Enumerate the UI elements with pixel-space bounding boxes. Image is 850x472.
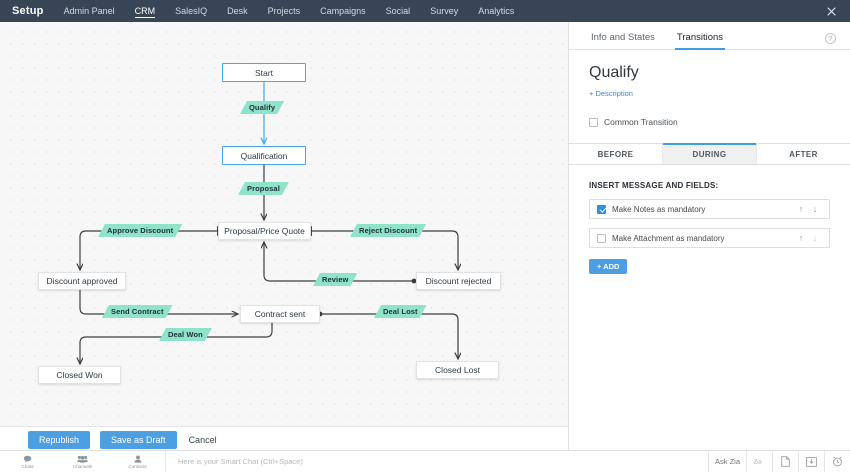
workflow-edges <box>0 82 568 426</box>
transition-deal_lost[interactable]: Deal Lost <box>374 305 427 318</box>
add-description-link[interactable]: + Description <box>589 89 633 98</box>
save-as-draft-button[interactable]: Save as Draft <box>100 430 177 449</box>
field-checkbox[interactable] <box>597 204 606 214</box>
node-closed_lost[interactable]: Closed Lost <box>416 361 499 379</box>
field-rows: Make Notes as mandatory↑↓Make Attachment… <box>569 199 850 248</box>
tab-during[interactable]: DURING <box>663 143 757 164</box>
tab-before[interactable]: BEFORE <box>569 144 663 164</box>
common-transition-row[interactable]: Common Transition <box>589 117 830 127</box>
cancel-button[interactable]: Cancel <box>187 431 228 449</box>
bottom-chat-bar: Chats Channels Contacts Here is your Sma… <box>0 450 850 472</box>
inbox-icon[interactable] <box>798 450 824 472</box>
transition-approve_discount[interactable]: Approve Discount <box>98 224 182 237</box>
add-button[interactable]: + ADD <box>589 259 628 274</box>
republish-button[interactable]: Republish <box>28 430 91 449</box>
node-contract_sent[interactable]: Contract sent <box>240 305 320 323</box>
contacts-icon-label: Contacts <box>128 463 147 469</box>
tab-info-and-states[interactable]: Info and States <box>591 32 655 43</box>
field-row[interactable]: Make Notes as mandatory ↑ ↓ <box>589 199 830 219</box>
move-up-icon[interactable]: ↑ <box>798 233 804 243</box>
nav-item-social[interactable]: Social <box>385 6 411 16</box>
insert-message-fields-label: INSERT MESSAGE AND FIELDS: <box>589 181 719 190</box>
alarm-clock-icon[interactable] <box>824 450 850 472</box>
top-nav-items: Admin Panel CRM SalesIQ Desk Projects Campaig… <box>54 0 525 22</box>
node-closed_won[interactable]: Closed Won <box>38 366 121 384</box>
transition-deal_won[interactable]: Deal Won <box>159 328 212 341</box>
channels-icon[interactable]: Channels <box>55 455 110 469</box>
node-discount_rejected[interactable]: Discount rejected <box>416 272 501 290</box>
nav-item-admin-panel[interactable]: Admin Panel <box>63 6 115 16</box>
node-qualification[interactable]: Qualification <box>222 146 306 165</box>
field-label: Make Notes as mandatory <box>612 204 706 214</box>
nav-item-projects[interactable]: Projects <box>267 6 301 16</box>
setup-brand-label: Setup <box>12 5 44 17</box>
move-up-icon[interactable]: ↑ <box>798 204 804 214</box>
tab-after[interactable]: AFTER <box>757 144 850 164</box>
panel-body: Qualify + Description Common Transition <box>569 50 850 127</box>
transition-qualify[interactable]: Qualify <box>240 101 284 114</box>
nav-item-campaigns[interactable]: Campaigns <box>320 6 366 16</box>
nav-item-crm[interactable]: CRM <box>125 0 166 22</box>
zia-icon[interactable]: Zia <box>746 450 772 472</box>
nav-item-survey[interactable]: Survey <box>430 6 459 16</box>
transition-reject_discount[interactable]: Reject Discount <box>350 224 426 237</box>
chat-right-tools: Ask Zia Zia <box>707 450 850 472</box>
svg-text:Zia: Zia <box>754 460 763 466</box>
nav-item-desk[interactable]: Desk <box>227 6 248 16</box>
move-down-icon[interactable]: ↓ <box>812 233 818 243</box>
common-transition-label: Common Transition <box>604 117 678 127</box>
top-navigation-bar: Setup Admin Panel CRM SalesIQ Desk Projects C… <box>0 0 850 22</box>
chat-icon-group: Chats Channels Contacts <box>0 454 165 469</box>
node-discount_approved[interactable]: Discount approved <box>38 272 126 290</box>
nav-item-salesiq[interactable]: SalesIQ <box>175 6 208 16</box>
action-button-bar: Republish Save as Draft Cancel <box>0 426 568 452</box>
node-proposal_quote[interactable]: Proposal/Price Quote <box>218 222 311 240</box>
document-icon[interactable] <box>772 450 798 472</box>
tab-transitions[interactable]: Transitions <box>674 32 726 50</box>
move-down-icon[interactable]: ↓ <box>812 204 818 214</box>
field-checkbox[interactable] <box>597 233 606 243</box>
node-start[interactable]: Start <box>222 63 306 82</box>
common-transition-checkbox[interactable] <box>589 117 598 127</box>
transition-proposal[interactable]: Proposal <box>238 182 289 195</box>
ask-zia-button[interactable]: Ask Zia <box>707 450 746 472</box>
field-row[interactable]: Make Attachment as mandatory ↑ ↓ <box>589 228 830 248</box>
nav-item-analytics[interactable]: Analytics <box>478 6 515 16</box>
transition-review[interactable]: Review <box>313 273 357 286</box>
field-label: Make Attachment as mandatory <box>612 233 725 243</box>
page-title: Qualify <box>589 64 639 81</box>
chat-bubble-icon[interactable]: Chats <box>0 455 55 469</box>
transition-send_contract[interactable]: Send Contract <box>102 305 173 318</box>
help-icon[interactable]: ? <box>825 33 836 44</box>
chat-icon-label: Chats <box>21 463 34 469</box>
panel-tab-bar: Info and States Transitions ? <box>569 22 850 50</box>
transition-details-panel: Info and States Transitions ? Qualify + … <box>568 22 850 450</box>
channels-icon-label: Channels <box>72 463 93 469</box>
phase-tab-bar: BEFORE DURING AFTER <box>569 143 850 165</box>
contacts-icon[interactable]: Contacts <box>110 454 165 469</box>
close-icon[interactable] <box>820 0 842 22</box>
smart-chat-input[interactable]: Here is your Smart Chat (Ctrl+Space) <box>165 450 708 472</box>
